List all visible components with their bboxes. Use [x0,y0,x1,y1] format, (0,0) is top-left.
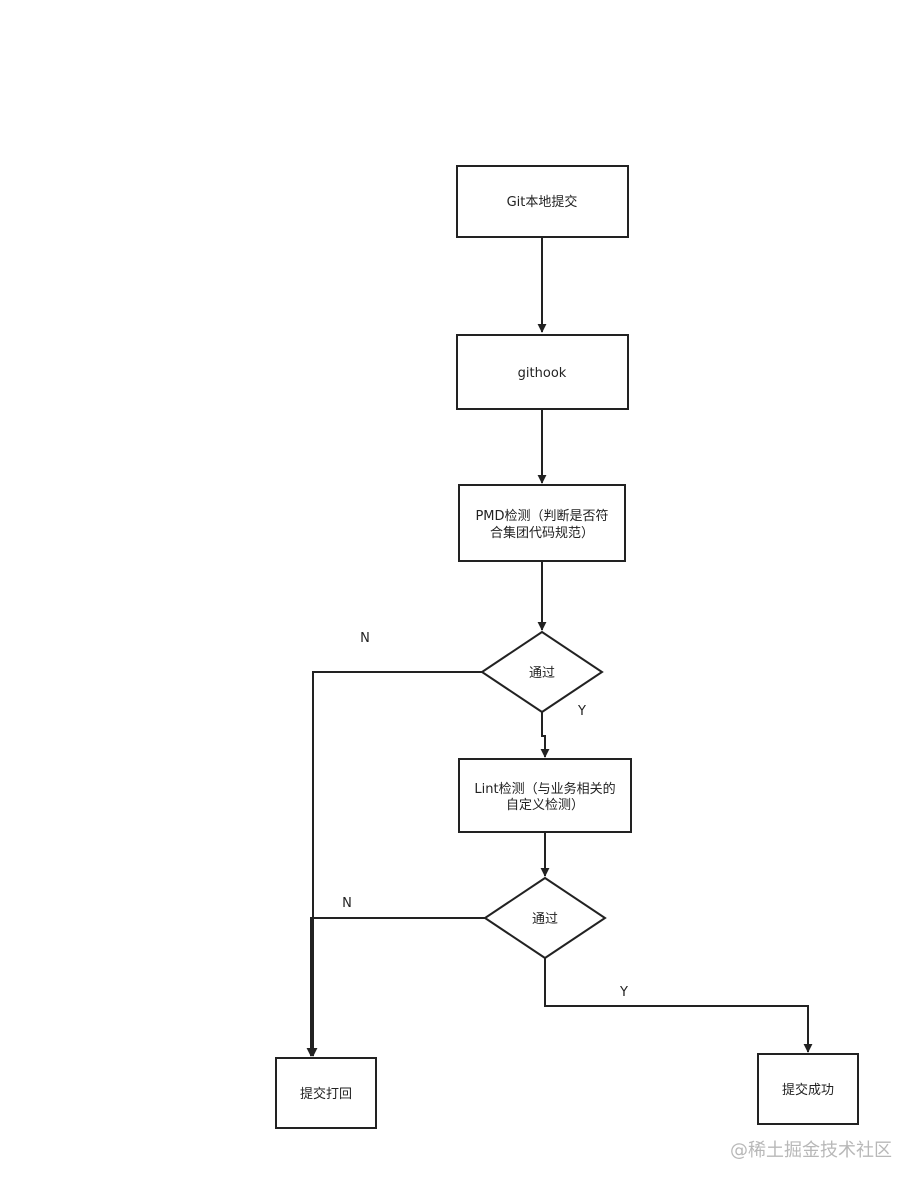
decision2-diamond [483,876,607,960]
reject-box [275,1057,377,1129]
pmd-check-label-line1: PMD检测（判断是否符 [475,508,608,524]
githook-box [456,334,629,410]
node-labels: Git本地提交 githook PMD检测（判断是否符 合集团代码规范） 通过 … [300,194,834,1102]
watermark: @稀土掘金技术社区 [730,1140,892,1161]
edge-decision2-no [306,917,485,1057]
edge-decision1-yes [540,712,550,758]
edges [306,237,813,1057]
decision2-yes-label: Y [619,985,628,1000]
pmd-check-box [458,484,626,562]
git-commit-label: Git本地提交 [507,194,578,210]
edge-labels: N Y N Y [342,631,628,1000]
lint-check-box [458,758,632,833]
lint-check-label-line2: 自定义检测） [506,798,584,813]
edge-decision2-yes [544,958,813,1053]
reject-label: 提交打回 [300,1086,352,1102]
success-label: 提交成功 [782,1082,834,1098]
success-box [757,1053,859,1125]
decision1-label: 通过 [529,666,555,681]
edge-decision1-no [308,671,482,1057]
pmd-check-label-line2: 合集团代码规范） [490,525,594,541]
decision1-diamond [480,630,604,714]
decision1-no-label: N [360,631,370,646]
lint-check-label-line1: Lint检测（与业务相关的 [474,781,615,797]
decision2-label: 通过 [532,912,558,927]
decision2-no-label: N [342,896,352,911]
decision1-yes-label: Y [577,704,586,719]
githook-label: githook [518,366,567,381]
nodes [275,165,859,1129]
git-commit-box [456,165,629,238]
